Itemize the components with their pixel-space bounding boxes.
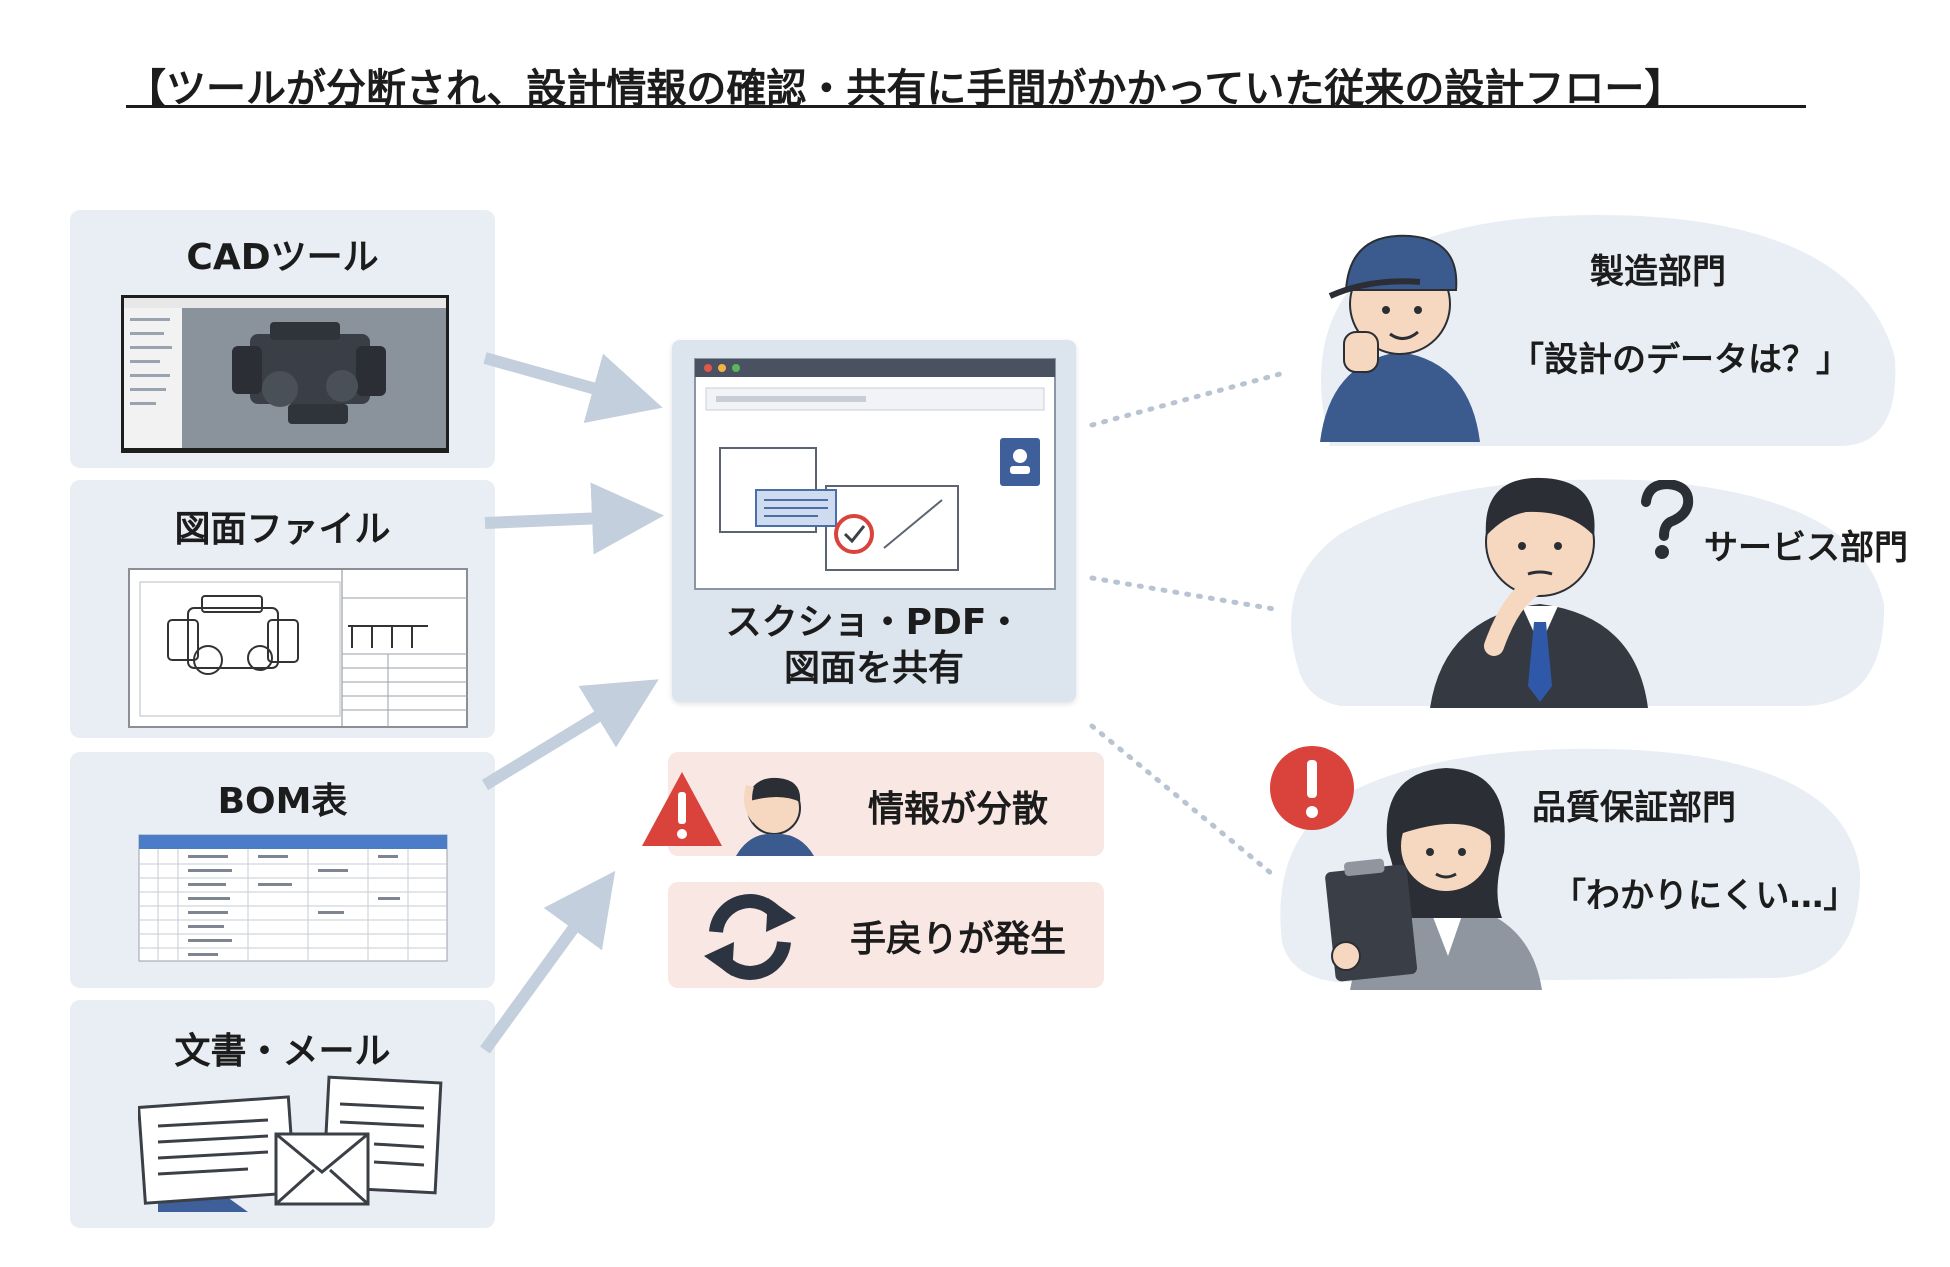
dept-quote-quality: 「わかりにくい…」 [1552, 876, 1858, 916]
quality-inspector-icon [1325, 768, 1542, 990]
question-mark-icon [1641, 480, 1694, 559]
factory-worker-icon [1320, 234, 1480, 442]
dept-quote-manufacturing: 「設計のデータは？」 [1510, 340, 1850, 380]
arrow-drawing-to-hub [484, 482, 664, 555]
source-label-drawing: 図面ファイル [174, 509, 391, 550]
source-card-docs: 文書・メール [70, 1000, 495, 1228]
speech-bubble-manufacturing [1321, 215, 1896, 446]
share-hub-card: スクショ・PDF・ 図面を共有 [672, 340, 1076, 702]
source-card-drawing: 図面ファイル [70, 480, 495, 738]
dept-name-quality: 品質保証部門 [1532, 788, 1736, 828]
dotted-to-manufacturing [1089, 371, 1283, 428]
source-label-bom: BOM表 [217, 781, 348, 822]
arrow-docs-to-hub [480, 870, 616, 1054]
arrow-bom-to-hub [481, 679, 659, 791]
shared-window-icon [694, 358, 1056, 590]
issue-label-scattered: 情報が分散 [868, 789, 1049, 830]
drawing-sheet-icon [128, 568, 468, 728]
rework-cycle-icon [704, 894, 796, 980]
bom-table-icon [138, 834, 448, 962]
hub-caption-line1: スクショ・PDF・ [725, 602, 1023, 643]
speech-bubble-service [1291, 479, 1885, 706]
cad-window-icon [121, 295, 449, 453]
businessman-icon [1430, 477, 1648, 708]
warning-icon [642, 772, 814, 856]
dept-name-service: サービス部門 [1704, 528, 1908, 568]
source-label-cad: CADツール [186, 237, 379, 278]
source-card-bom: BOM表 [70, 752, 495, 988]
issue-card-rework: 手戻りが発生 [668, 882, 1104, 988]
source-label-docs: 文書・メール [174, 1031, 391, 1072]
dotted-to-service [1089, 575, 1283, 613]
dept-name-manufacturing: 製造部門 [1590, 252, 1726, 292]
alert-icon [1270, 746, 1354, 830]
arrow-cad-to-hub [483, 352, 663, 423]
dotted-to-quality [1089, 723, 1275, 877]
source-card-cad: CADツール [70, 210, 495, 468]
title-underline [126, 105, 1806, 108]
hub-caption-line2: 図面を共有 [783, 648, 964, 689]
documents-mail-icon [138, 1075, 443, 1212]
page-title: 【ツールが分断され、設計情報の確認・共有に手間がかかっていた従来の設計フロー】 [126, 66, 1685, 112]
issue-card-scattered: 情報が分散 [642, 752, 1104, 856]
issue-label-rework: 手戻りが発生 [850, 919, 1067, 960]
